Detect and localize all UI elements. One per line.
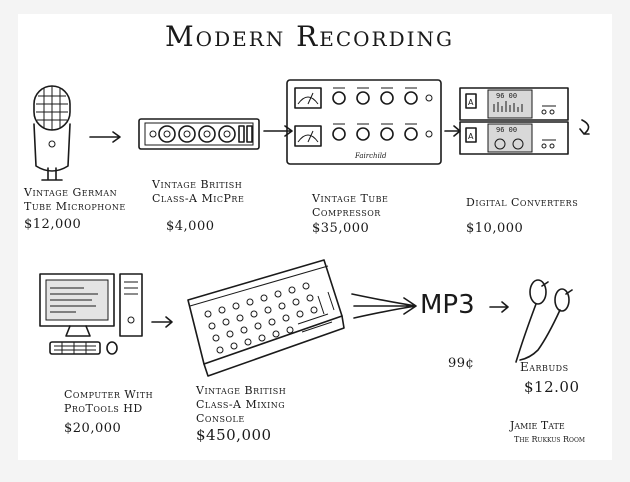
step-3-price: $35,000	[312, 221, 370, 236]
long-arrow-icon	[351, 293, 417, 319]
earbuds-label: Earbuds	[520, 360, 569, 374]
computer-icon	[39, 273, 143, 355]
arrow-icon	[89, 131, 121, 143]
microphone-icon	[33, 85, 71, 181]
compressor-brand: Fairchild	[354, 152, 387, 160]
converter-display-bottom: 96 00	[496, 126, 517, 134]
earbuds-price: $12.00	[524, 378, 580, 396]
step-2-price: $4,000	[166, 219, 215, 234]
mixing-console-icon	[187, 259, 345, 377]
step-1-price: $12,000	[24, 217, 82, 232]
compressor-icon: Fairchild	[286, 79, 442, 165]
step-4-price: $10,000	[466, 221, 524, 236]
svg-text:A: A	[468, 98, 474, 107]
svg-text:A: A	[468, 132, 474, 141]
step-5-price: $20,000	[64, 421, 122, 436]
mp3-price: 99¢	[448, 356, 475, 371]
turn-arrow-icon	[579, 119, 590, 135]
step-6-price: $450,000	[196, 426, 272, 444]
page-title: Modern Recording	[165, 20, 455, 53]
mic-preamp-icon	[138, 118, 260, 150]
converter-display-top: 96 00	[496, 92, 517, 100]
arrow-icon	[489, 301, 509, 313]
earbuds-icon	[515, 279, 573, 363]
signature-name: Jamie Tate	[510, 419, 565, 432]
step-4-label: Digital Converters $10,000	[466, 196, 579, 236]
converter-icon: A A 96 00 96 00	[459, 87, 569, 155]
arrow-icon	[151, 316, 173, 328]
mp3-label: MP3	[420, 290, 475, 320]
signature-studio: The Rukkus Room	[514, 435, 586, 444]
